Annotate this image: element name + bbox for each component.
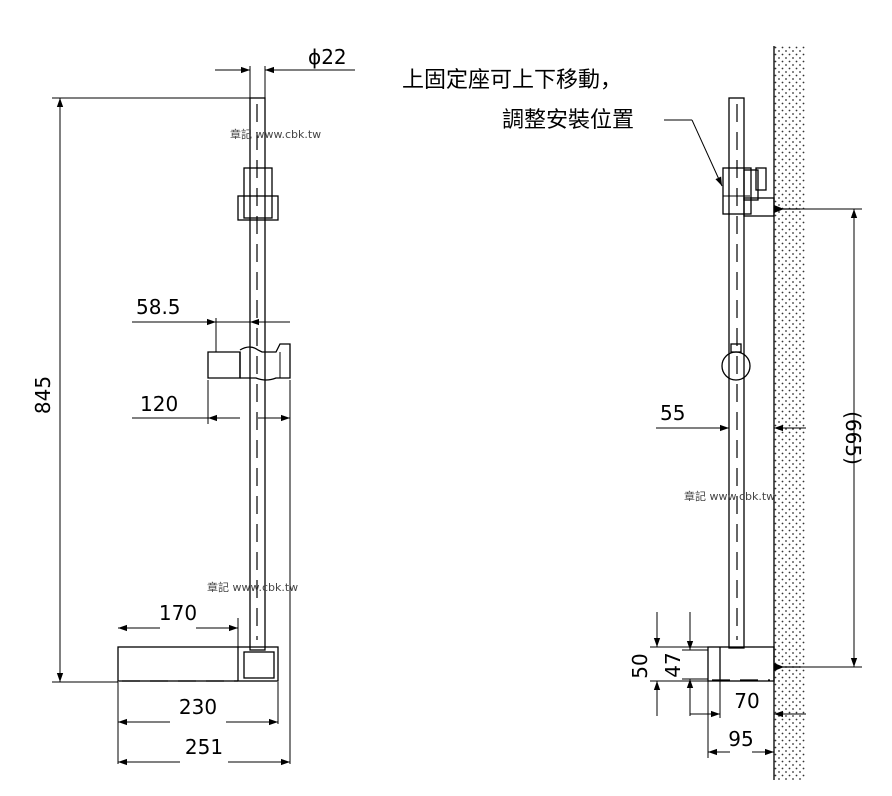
dimension-shelf-inner: 170 xyxy=(118,601,239,647)
watermark: 章記 www.cbk.tw xyxy=(230,127,321,141)
watermark: 章記 www.cbk.tw xyxy=(207,580,298,594)
dimension-pipe-diameter: ϕ22 xyxy=(215,45,355,100)
label-shelf-inner: 170 xyxy=(159,601,197,625)
rail-pipe xyxy=(249,97,266,651)
label-mount-spacing: (665) xyxy=(841,411,865,465)
dimension-base-height-outer: 50 xyxy=(628,612,708,716)
annotation-line2: 調整安裝位置 xyxy=(502,108,634,133)
holder-knob-side xyxy=(721,343,751,381)
label-overall-width: 251 xyxy=(185,735,223,759)
shower-holder xyxy=(207,343,291,381)
annotation-line1: 上固定座可上下移動， xyxy=(402,68,622,93)
front-view: ϕ22 845 58.5 120 xyxy=(31,45,355,766)
rail-pipe-side xyxy=(728,97,745,649)
label-wall-offset: 55 xyxy=(660,401,685,425)
dimension-holder-projection: 120 xyxy=(132,380,291,424)
upper-mount-side xyxy=(722,167,775,217)
dimension-base-height-inner: 47 xyxy=(661,612,708,716)
label-shelf-width: 230 xyxy=(179,695,217,719)
bottom-shelf xyxy=(117,646,279,682)
dimension-base-depth: 70 xyxy=(690,681,806,758)
label-holder-offset: 58.5 xyxy=(136,295,181,319)
side-view: 上固定座可上下移動， 調整安裝位置 (665) 55 50 xyxy=(402,46,865,780)
label-overall-depth: 95 xyxy=(728,727,753,751)
label-base-height-outer: 50 xyxy=(628,653,652,678)
label-base-depth: 70 xyxy=(734,689,759,713)
upper-seat xyxy=(243,167,273,219)
label-base-height-inner: 47 xyxy=(661,652,685,677)
dimension-shelf-width: 230 xyxy=(118,695,278,726)
label-holder-projection: 120 xyxy=(140,392,178,416)
label-pipe-diameter: ϕ22 xyxy=(308,45,347,69)
dimension-overall-width: 251 xyxy=(118,735,290,766)
dimension-overall-depth: 95 xyxy=(708,727,774,756)
watermark: 章記 www.cbk.tw xyxy=(684,489,775,503)
dimension-wall-offset: 55 xyxy=(656,401,806,432)
wall-hatch xyxy=(774,46,806,780)
base-side xyxy=(707,646,775,682)
label-total-height: 845 xyxy=(31,376,55,414)
dimension-mount-spacing: (665) xyxy=(780,208,865,668)
dimension-total-height: 845 xyxy=(31,97,250,683)
dimension-holder-offset: 58.5 xyxy=(132,295,290,352)
